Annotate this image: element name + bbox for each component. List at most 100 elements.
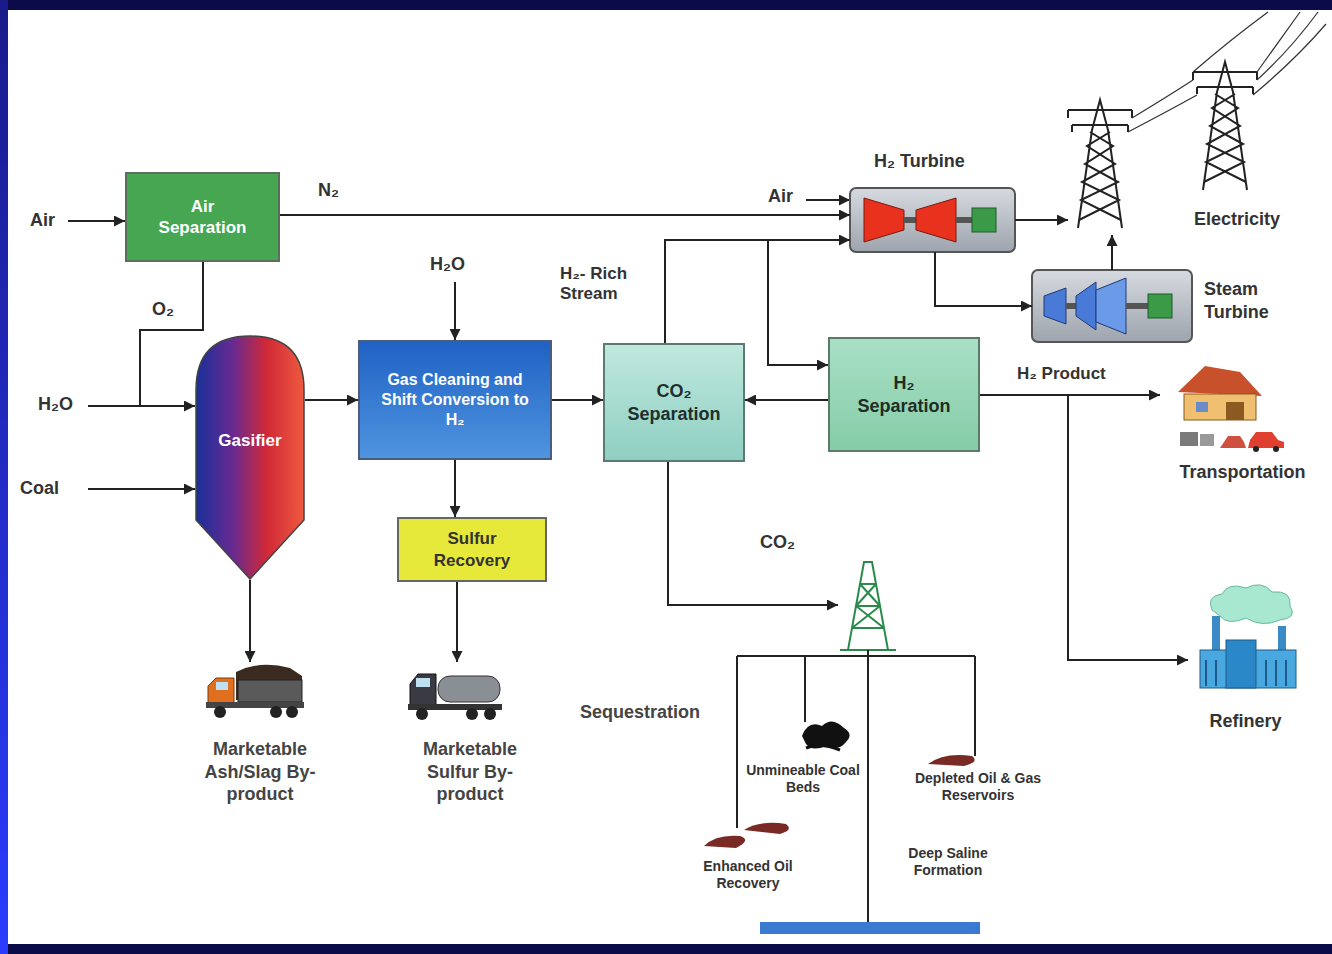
tanker-truck-icon (408, 674, 502, 720)
flow-arrow (665, 240, 850, 343)
node-text: Gas Cleaning and Shift Conversion to H₂ (380, 370, 530, 430)
transport-icon (1248, 432, 1284, 448)
gasifier-shape (196, 336, 304, 579)
gasifier-outline (195, 335, 305, 580)
turbine-housing (850, 188, 1015, 252)
label-text: Air (30, 210, 55, 232)
flow-arrow (280, 214, 850, 216)
tanker-truck-icon (484, 708, 496, 720)
stream-label: H₂O (38, 394, 73, 416)
flow-arrow (140, 262, 203, 406)
turbine-housing (864, 198, 904, 242)
sequestration-branches (737, 655, 975, 657)
well-derrick (840, 562, 896, 650)
node-text: Marketable Sulfur By-product (410, 738, 530, 806)
label-text: Deep Saline Formation (888, 845, 1008, 879)
flow-arrow (1015, 219, 1068, 221)
dump-truck-icon (286, 706, 298, 718)
frame (0, 944, 1332, 954)
transmission-tower (1193, 62, 1257, 190)
input-arrows (806, 199, 850, 201)
turbine-box: Steam Turbine (1032, 270, 1192, 342)
edge-label-text: O₂ (152, 299, 174, 321)
power-lines (1253, 24, 1326, 95)
reservoir-symbol (928, 755, 975, 766)
turbine-housing (1066, 303, 1076, 309)
node-text: Air Separation (148, 196, 258, 239)
input-arrows (88, 488, 195, 490)
transmission-tower (1068, 100, 1132, 228)
power-lines (1257, 12, 1300, 72)
byproduct-output: Marketable Ash/Slag By-product (190, 662, 330, 830)
flow-arrow (745, 399, 828, 401)
byproduct-output: Marketable Sulfur By-product (395, 662, 545, 830)
node-text: Electricity (1194, 208, 1280, 231)
label-text: Unmineable Coal Beds (746, 762, 860, 796)
transport-icon (1273, 446, 1279, 452)
reservoir-symbol (704, 836, 745, 848)
refinery-icon (1200, 585, 1296, 688)
flow-arrow (980, 395, 1188, 660)
reservoir-symbol (744, 823, 789, 834)
tanker-truck-icon (416, 708, 428, 720)
flow-arrow (552, 399, 603, 401)
label-text: Depleted Oil & Gas Reservoirs (890, 770, 1066, 804)
edge-label: O₂ (152, 299, 174, 321)
refinery-icon (1226, 640, 1256, 688)
flow-arrow (305, 399, 358, 401)
transport-icon (1226, 402, 1244, 420)
label-text: Coal (20, 478, 59, 500)
transmission-tower (1068, 62, 1257, 228)
edge-label-text: H₂ Product (1017, 364, 1106, 384)
dump-truck-icon (208, 678, 234, 704)
flow-arrow (454, 460, 456, 517)
sequestration-well: Sequestration (838, 555, 902, 652)
stream-label: H₂O (430, 254, 465, 276)
flow-arrow (1111, 235, 1113, 270)
power-lines (1257, 12, 1318, 80)
power-lines (1193, 12, 1268, 72)
turbine-housing (1148, 294, 1172, 318)
input-arrows (88, 405, 140, 407)
tanker-truck-icon (416, 678, 430, 687)
reservoir-symbol (704, 721, 980, 934)
node-text: CO₂ Separation (619, 380, 729, 425)
node-text: Steam Turbine (1204, 278, 1294, 323)
turbine-housing (1126, 303, 1148, 309)
node-text: Marketable Ash/Slag By-product (200, 738, 320, 806)
flow-arrow (668, 462, 838, 605)
reservoir-symbol (760, 922, 980, 934)
turbine-housing (972, 208, 996, 232)
transmission-tower (1068, 100, 1132, 228)
edge-label: H₂- Rich Stream (560, 264, 658, 305)
sequestration-branches (736, 656, 738, 828)
flow-arrow (456, 582, 458, 662)
label-text: Air (768, 186, 793, 208)
tanker-truck-icon (410, 674, 436, 706)
reservoir-symbol (806, 745, 840, 750)
gasifier-vessel: Gasifier (195, 335, 305, 580)
transmission-tower (1193, 62, 1257, 190)
dump-truck-icon (216, 682, 228, 690)
refinery-icon (1206, 660, 1286, 686)
edge-label: N₂ (318, 180, 339, 202)
stream-label: Depleted Oil & Gas Reservoirs (890, 770, 1066, 804)
frame (0, 0, 1332, 10)
edge-label-text: N₂ (318, 180, 339, 202)
label-text: H₂O (38, 394, 73, 416)
transportation-output: Transportation (1160, 355, 1325, 490)
turbine-housing (956, 217, 972, 223)
stream-label: Air (768, 186, 793, 208)
turbine-housing (916, 198, 956, 242)
transport-icon (1180, 432, 1198, 446)
stream-label: Deep Saline Formation (888, 845, 1008, 879)
node-text: Sequestration (580, 701, 700, 724)
transport-icon (1178, 366, 1284, 452)
process-box: Gas Cleaning and Shift Conversion to H₂ (358, 340, 552, 460)
node-text: H₂ Turbine (874, 150, 965, 173)
node-text: H₂ Separation (849, 372, 959, 417)
transport-icon (1200, 434, 1214, 446)
